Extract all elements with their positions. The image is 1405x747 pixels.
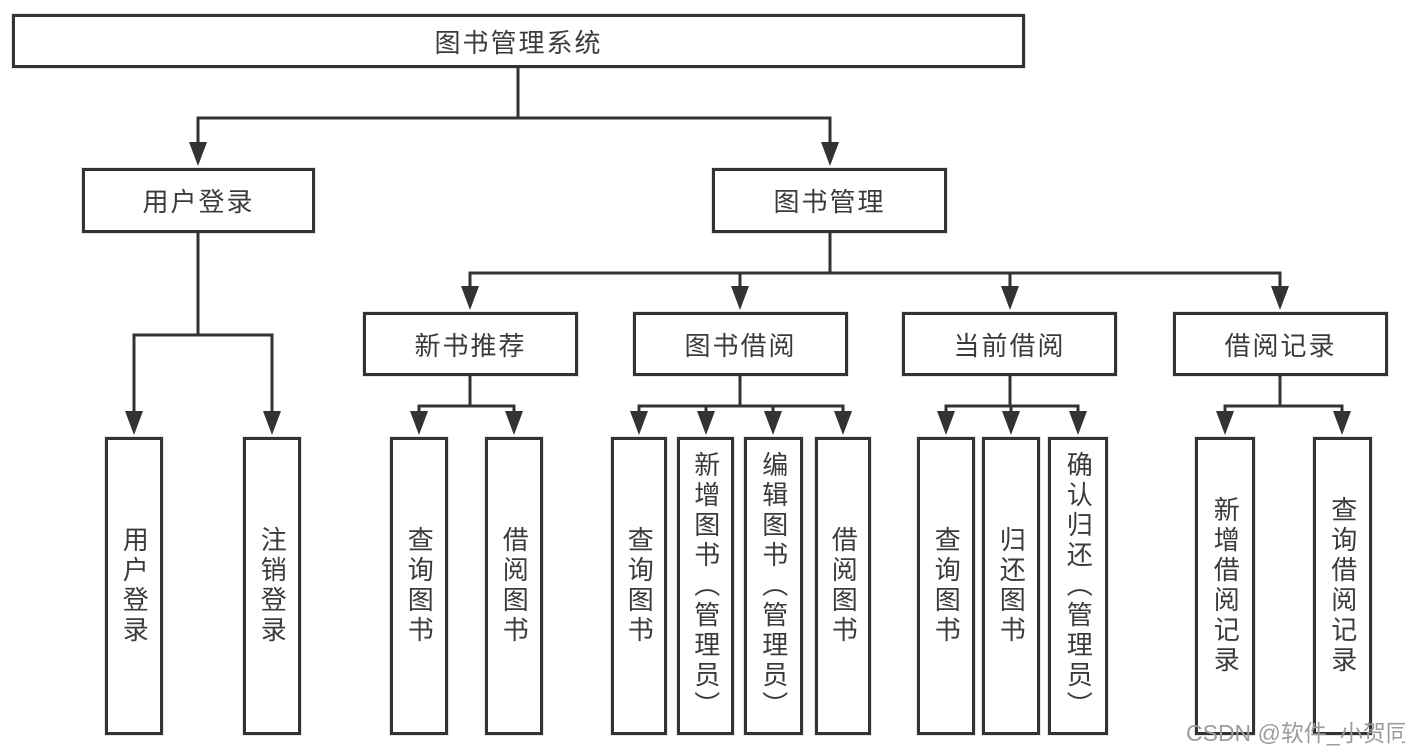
leaf-query-books-borrow-label: 查询图书 [624,526,655,646]
leaf-borrow-books-label: 借阅图书 [828,526,859,646]
node-current-borrow: 当前借阅 [902,312,1117,376]
leaf-query-borrow-record-label: 查询借阅记录 [1327,496,1358,676]
leaf-edit-books-admin-label: 编辑图书（管理员） [758,451,789,721]
node-book-management: 图书管理 [712,168,947,233]
node-root-library-system: 图书管理系统 [12,14,1025,68]
node-borrow-record: 借阅记录 [1173,312,1388,376]
leaf-add-books-admin: 新增图书（管理员） [677,437,734,735]
node-user-login: 用户登录 [82,168,315,233]
leaf-user-login: 用户登录 [105,437,163,735]
leaf-query-books-borrow: 查询图书 [611,437,667,735]
leaf-edit-books-admin: 编辑图书（管理员） [744,437,803,735]
leaf-confirm-return-admin: 确认归还（管理员） [1048,437,1108,735]
node-user-login-label: 用户登录 [142,187,255,217]
leaf-borrow-books-recommend: 借阅图书 [485,437,543,735]
leaf-borrow-books-recommend-label: 借阅图书 [499,526,530,646]
leaf-add-borrow-record: 新增借阅记录 [1195,437,1255,735]
node-new-book-recommend-label: 新书推荐 [414,330,527,361]
leaf-user-login-label: 用户登录 [119,526,150,646]
leaf-return-books-label: 归还图书 [996,526,1027,646]
node-current-borrow-label: 当前借阅 [953,330,1066,361]
leaf-query-books-recommend-label: 查询图书 [404,526,435,646]
leaf-query-books-recommend: 查询图书 [390,437,448,735]
node-book-borrow-label: 图书借阅 [684,330,797,361]
leaf-borrow-books: 借阅图书 [815,437,871,735]
csdn-watermark: CSDN @软件_小贺同学 [1186,720,1405,746]
node-book-management-label: 图书管理 [773,187,886,217]
leaf-query-books-current-label: 查询图书 [931,526,962,646]
leaf-logout-label: 注销登录 [257,526,288,646]
leaf-return-books: 归还图书 [982,437,1040,735]
node-root-label: 图书管理系统 [434,27,603,58]
leaf-confirm-return-admin-label: 确认归还（管理员） [1063,451,1094,721]
node-new-book-recommend: 新书推荐 [363,312,578,376]
leaf-logout: 注销登录 [243,437,301,735]
node-borrow-record-label: 借阅记录 [1224,330,1337,361]
leaf-add-borrow-record-label: 新增借阅记录 [1210,496,1241,676]
leaf-add-books-admin-label: 新增图书（管理员） [690,451,721,721]
leaf-query-borrow-record: 查询借阅记录 [1313,437,1372,735]
node-book-borrow: 图书借阅 [633,312,848,376]
leaf-query-books-current: 查询图书 [917,437,975,735]
